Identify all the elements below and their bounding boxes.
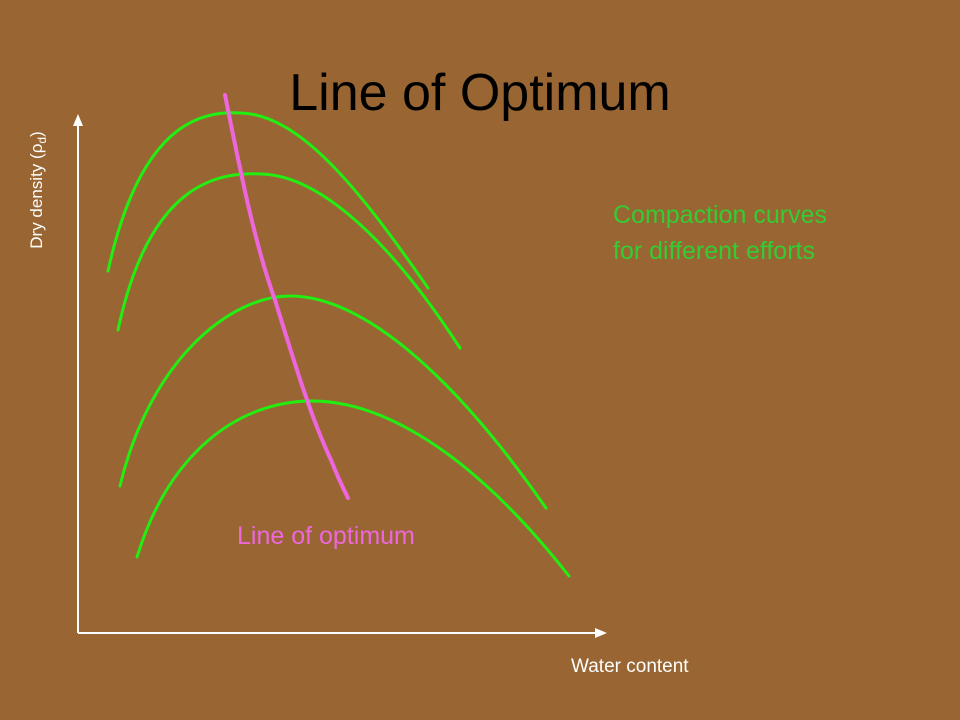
legend-line-1: Compaction curves: [613, 201, 827, 229]
legend-line-2: for different efforts: [613, 237, 815, 265]
line-of-optimum-label: Line of optimum: [237, 522, 415, 550]
x-axis-label: Water content: [571, 656, 689, 677]
compaction-curve-1: [106, 111, 430, 290]
y-axis-label-text: Dry density (: [26, 153, 46, 249]
y-axis-arrow: [73, 114, 83, 126]
rho-symbol: ρ: [26, 143, 46, 154]
compaction-curve-4: [135, 399, 571, 578]
compaction-curve-3: [118, 294, 548, 510]
x-axis-arrow: [595, 628, 607, 638]
slide-title: Line of Optimum: [289, 64, 671, 122]
compaction-curve-2: [116, 172, 462, 350]
y-axis-label: Dry density (ρd): [27, 131, 49, 248]
legend: Compaction curves for different efforts: [613, 197, 827, 269]
y-axis-label-close: ): [26, 131, 46, 137]
line-of-optimum: [223, 93, 350, 500]
rho-subscript: d: [35, 136, 50, 144]
